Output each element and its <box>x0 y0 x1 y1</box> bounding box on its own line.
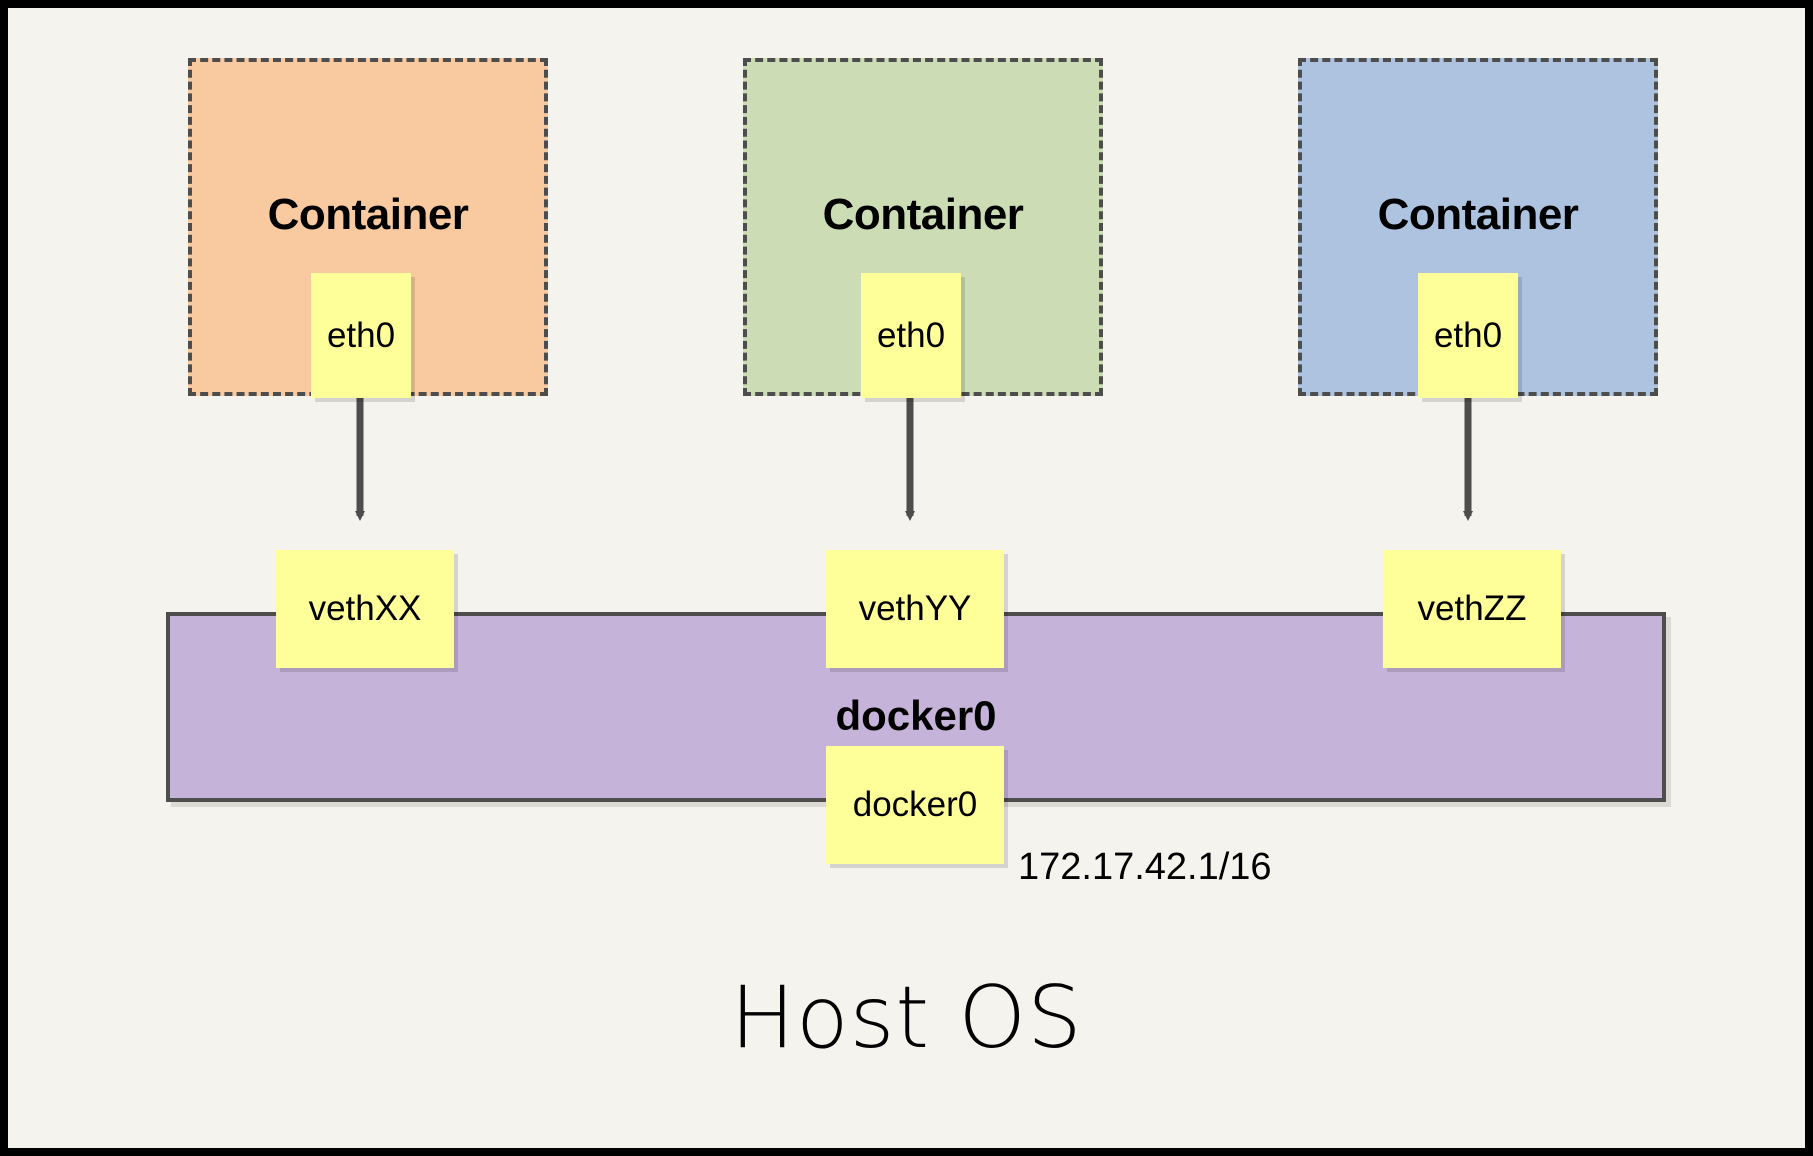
container-title-1: Container <box>267 190 469 239</box>
veth-box-1[interactable]: vethXX <box>276 550 454 668</box>
connector-arrow-1 <box>355 391 365 521</box>
veth-label-1: vethXX <box>308 589 422 628</box>
diagram-stage: Container eth0 Container eth0 Container … <box>8 8 1805 1148</box>
veth-box-2[interactable]: vethYY <box>826 550 1004 668</box>
bridge-ip-label: 172.17.42.1/16 <box>1018 846 1272 888</box>
docker0-bridge-title: docker0 <box>835 692 997 739</box>
host-os-label: Host OS <box>730 968 1083 1068</box>
eth0-interface-3[interactable]: eth0 <box>1418 273 1518 398</box>
connector-arrow-2 <box>905 391 915 521</box>
veth-label-2: vethYY <box>858 589 972 628</box>
container-title-3: Container <box>1377 190 1579 239</box>
veth-label-3: vethZZ <box>1417 589 1527 628</box>
container-title-2: Container <box>822 190 1024 239</box>
eth0-interface-2[interactable]: eth0 <box>861 273 961 398</box>
eth0-label-1: eth0 <box>326 315 396 355</box>
eth0-label-3: eth0 <box>1433 315 1503 355</box>
eth0-label-2: eth0 <box>876 315 946 355</box>
docker0-interface-label: docker0 <box>852 785 978 824</box>
container-box-1[interactable]: Container <box>188 58 548 396</box>
veth-box-3[interactable]: vethZZ <box>1383 550 1561 668</box>
docker0-interface-box[interactable]: docker0 <box>826 746 1004 864</box>
connector-arrow-3 <box>1463 391 1473 521</box>
eth0-interface-1[interactable]: eth0 <box>311 273 411 398</box>
